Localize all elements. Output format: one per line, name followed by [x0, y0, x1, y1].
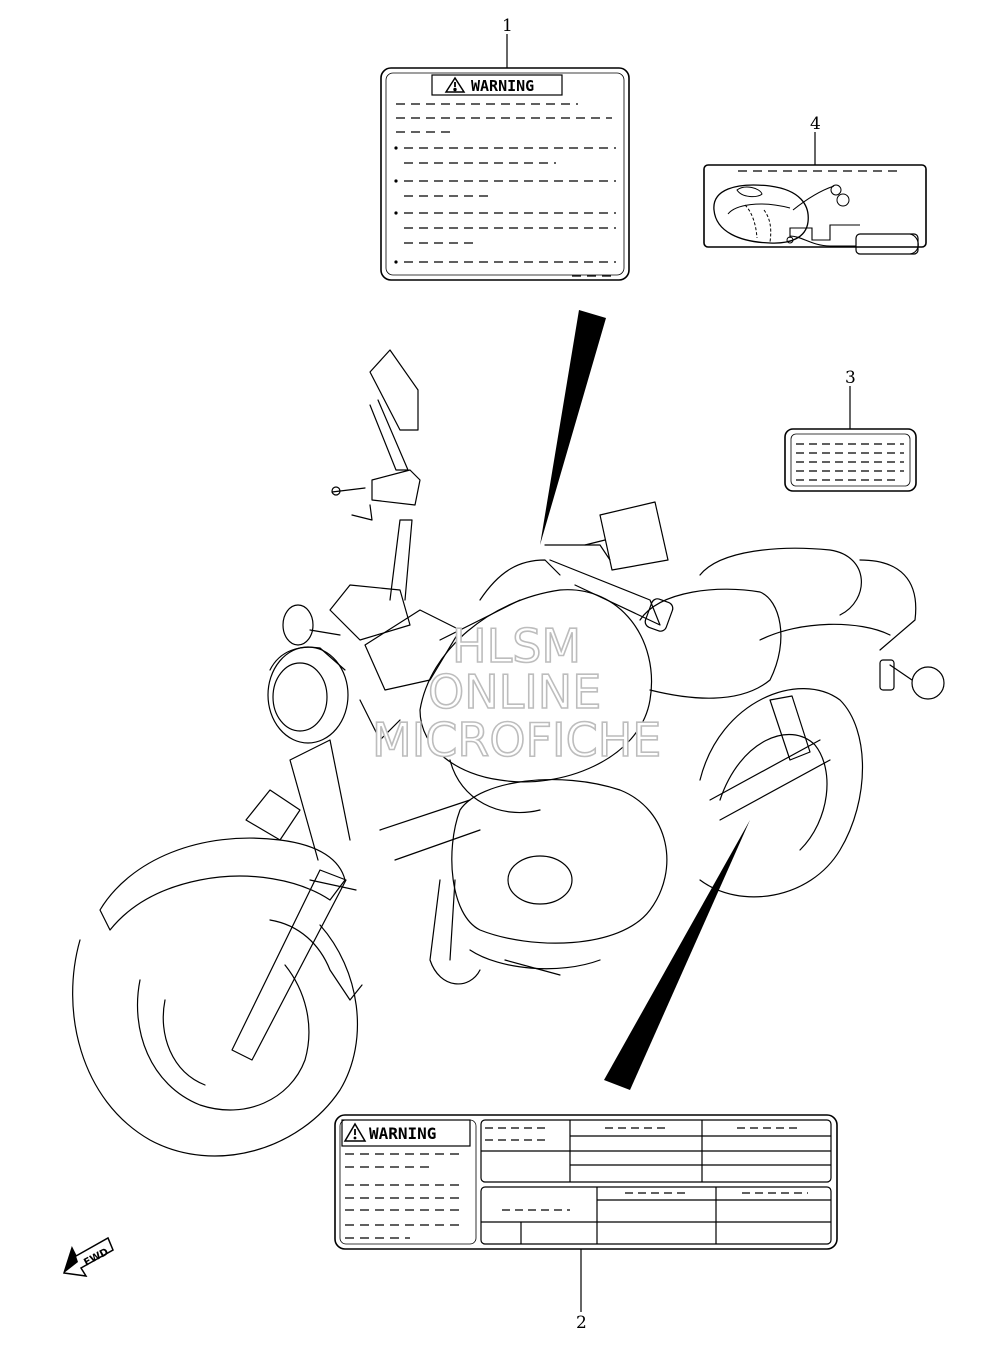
label-2-warning[interactable]	[334, 1114, 838, 1250]
label-1-heading: WARNING	[471, 77, 534, 95]
front-tire	[72, 924, 358, 1157]
handlebar-left	[389, 519, 413, 601]
mirror-right	[599, 501, 669, 571]
watermark-line-2: ONLINE	[428, 665, 601, 719]
watermark: HLSM ONLINE MICROFICHE	[371, 618, 662, 768]
motorcycle-illustration	[72, 349, 945, 1157]
callout-4-number[interactable]: 4	[810, 114, 821, 134]
mirror-left-stem	[369, 399, 409, 471]
front-fork	[231, 869, 347, 1061]
fwd-arrow-icon: FWD	[63, 1236, 114, 1277]
rear-tire	[699, 688, 864, 898]
leader-wedge-label-2	[604, 820, 750, 1090]
front-rim	[136, 964, 310, 1111]
callout-1-number[interactable]: 1	[502, 16, 513, 36]
mirror-left	[369, 349, 419, 431]
seat	[639, 588, 782, 699]
label-1-warning[interactable]	[380, 67, 630, 281]
warning-triangle-icon	[343, 1122, 367, 1142]
leader-wedge-label-1	[540, 310, 606, 545]
label-4-fuel-routing[interactable]	[703, 164, 927, 255]
watermark-line-1: HLSM	[452, 619, 581, 673]
callout-2-number[interactable]: 2	[576, 1313, 587, 1333]
callout-3-number[interactable]: 3	[845, 368, 856, 388]
label-2-heading: WARNING	[369, 1124, 436, 1143]
label-3-info[interactable]	[784, 428, 917, 492]
engine	[451, 778, 668, 944]
front-fender	[99, 837, 346, 931]
watermark-line-3: MICROFICHE	[372, 713, 661, 767]
warning-triangle-icon	[444, 76, 466, 93]
exhaust-pipes	[469, 949, 601, 970]
